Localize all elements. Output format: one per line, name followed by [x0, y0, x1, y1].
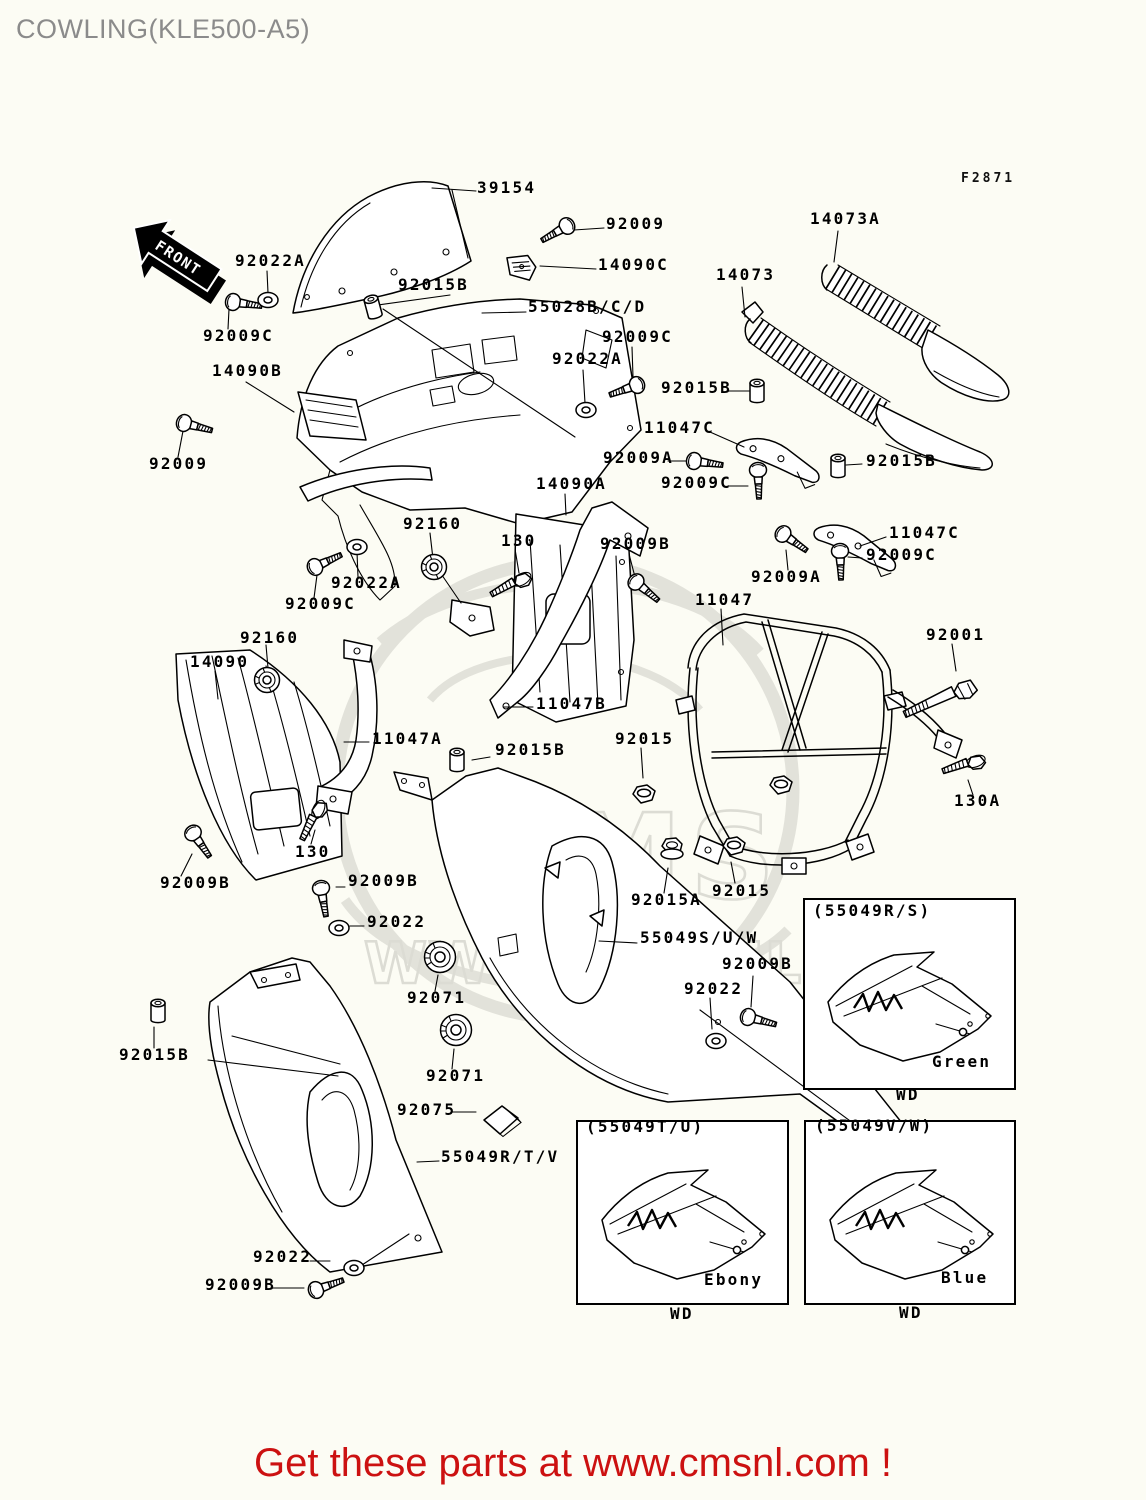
part-label-92009a: 92009A	[603, 448, 674, 467]
part-label-92160: 92160	[240, 628, 300, 647]
part-label-11047a: 11047A	[372, 729, 443, 748]
figure-code: F2871	[961, 171, 1016, 186]
part-label-14090a: 14090A	[536, 474, 607, 493]
page-title: COWLING(KLE500-A5)	[16, 14, 311, 44]
part-label-92015: 92015	[615, 729, 675, 748]
part-label-92015b: 92015B	[119, 1045, 190, 1064]
part-label-92009c: 92009C	[285, 594, 356, 613]
part-label-92009b: 92009B	[205, 1275, 276, 1294]
part-label-14073: 14073	[716, 265, 776, 284]
part-label-92071: 92071	[407, 988, 467, 1007]
part-label-92009a: 92009A	[751, 567, 822, 586]
part-label-92009c: 92009C	[661, 473, 732, 492]
part-label-92015: 92015	[712, 881, 772, 900]
part-label-wd: WD	[670, 1304, 694, 1323]
part-label-11047b: 11047B	[536, 694, 607, 713]
part-label-92022a: 92022A	[331, 573, 402, 592]
part-label-92022a: 92022A	[235, 251, 306, 270]
part-label-130: 130	[501, 531, 537, 550]
part-label-92009c: 92009C	[602, 327, 673, 346]
air-duct-drawing	[741, 264, 1010, 471]
part-label-wd: WD	[896, 1085, 920, 1104]
part-label-55049vw: (55049V/W)	[815, 1116, 934, 1135]
cowling-stay-drawing	[675, 613, 963, 875]
part-label-11047: 11047	[695, 590, 755, 609]
part-label-92015b: 92015B	[398, 275, 469, 294]
part-label-55049tu: (55049T/U)	[586, 1117, 705, 1136]
part-label-92022: 92022	[253, 1247, 313, 1266]
leader-lines	[153, 187, 974, 1289]
part-label-92015a: 92015A	[631, 890, 702, 909]
part-label-14090c: 14090C	[598, 255, 669, 274]
bracket-drawings	[315, 434, 902, 815]
part-label-92009c: 92009C	[203, 326, 274, 345]
part-label-130a: 130A	[954, 791, 1002, 810]
part-label-92009: 92009	[149, 454, 209, 473]
part-label-ebony: Ebony	[704, 1270, 764, 1289]
part-label-wd: WD	[899, 1303, 923, 1322]
part-label-92160: 92160	[403, 514, 463, 533]
part-label-92009b: 92009B	[722, 954, 793, 973]
part-label-14090: 14090	[190, 652, 250, 671]
part-label-92071: 92071	[426, 1066, 486, 1085]
part-label-92009b: 92009B	[160, 873, 231, 892]
part-label-92022: 92022	[367, 912, 427, 931]
part-label-92009b: 92009B	[600, 534, 671, 553]
part-label-blue: Blue	[941, 1268, 989, 1287]
part-label-55049rtv: 55049R/T/V	[441, 1147, 560, 1166]
part-label-92015b: 92015B	[661, 378, 732, 397]
part-label-92022a: 92022A	[552, 349, 623, 368]
part-label-14073a: 14073A	[810, 209, 881, 228]
front-arrow: FRONT	[132, 218, 227, 304]
part-label-55028bcd: 55028B/C/D	[528, 297, 647, 316]
part-label-11047c: 11047C	[644, 418, 715, 437]
part-label-92075: 92075	[397, 1100, 457, 1119]
part-label-92009c: 92009C	[866, 545, 937, 564]
part-label-55049suw: 55049S/U/W	[640, 928, 759, 947]
color-variant-insets	[576, 898, 1016, 1305]
lower-fairing-drawing	[207, 957, 443, 1273]
part-label-92001: 92001	[926, 625, 986, 644]
part-label-11047c: 11047C	[889, 523, 960, 542]
part-label-92009: 92009	[606, 214, 666, 233]
cmsnl-banner-link[interactable]: Get these parts at www.cmsnl.com !	[254, 1441, 892, 1485]
part-label-92015b: 92015B	[866, 451, 937, 470]
part-label-130: 130	[295, 842, 331, 861]
part-label-92022: 92022	[684, 979, 744, 998]
part-label-14090b: 14090B	[212, 361, 283, 380]
windshield-drawing	[292, 181, 472, 314]
part-label-92015b: 92015B	[495, 740, 566, 759]
part-label-92009b: 92009B	[348, 871, 419, 890]
part-label-55049rs: (55049R/S)	[813, 901, 932, 920]
part-label-39154: 39154	[477, 178, 537, 197]
part-label-green: Green	[932, 1052, 992, 1071]
